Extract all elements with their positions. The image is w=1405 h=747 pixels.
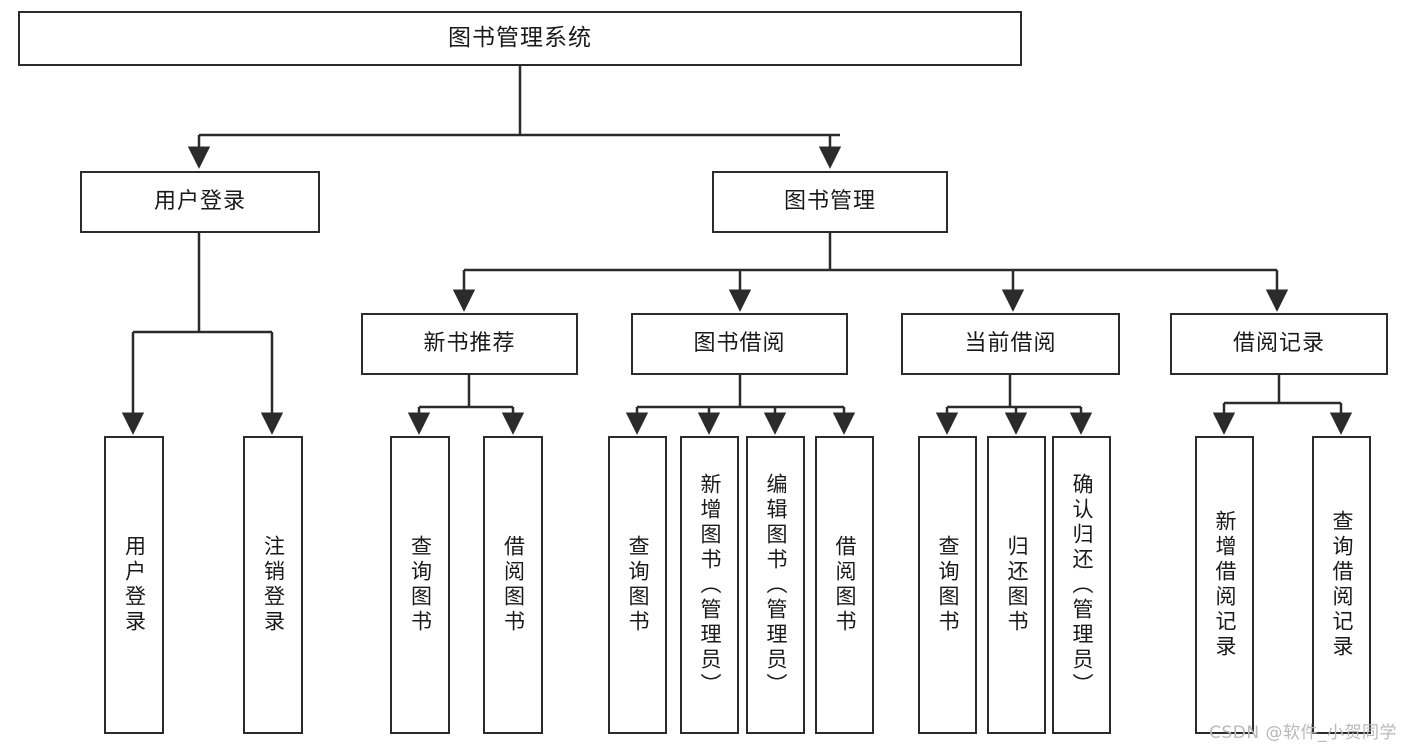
- leaf-label: 查询图书: [408, 535, 433, 635]
- leaf-add-book-admin[interactable]: 新增图书（管理员）: [680, 436, 739, 734]
- leaf-label: 确认归还（管理员）: [1070, 472, 1094, 698]
- node-root[interactable]: 图书管理系统: [18, 11, 1022, 66]
- leaf-label: 查询图书: [626, 535, 650, 635]
- leaf-label: 借阅图书: [833, 535, 857, 635]
- leaf-query-book-recommend[interactable]: 查询图书: [390, 436, 450, 734]
- leaf-label: 借阅图书: [501, 535, 526, 635]
- leaf-query-book-current[interactable]: 查询图书: [918, 436, 977, 734]
- node-book-borrow[interactable]: 图书借阅: [631, 313, 848, 375]
- leaf-edit-book-admin[interactable]: 编辑图书（管理员）: [746, 436, 805, 734]
- node-user-login[interactable]: 用户登录: [80, 171, 320, 233]
- leaf-logout[interactable]: 注销登录: [243, 436, 303, 734]
- leaf-borrow-book[interactable]: 借阅图书: [815, 436, 874, 734]
- leaf-query-borrow-record[interactable]: 查询借阅记录: [1312, 436, 1371, 734]
- leaf-add-borrow-record[interactable]: 新增借阅记录: [1195, 436, 1254, 734]
- leaf-user-login[interactable]: 用户登录: [104, 436, 164, 734]
- node-current-borrow[interactable]: 当前借阅: [901, 313, 1120, 375]
- leaf-label: 归还图书: [1005, 535, 1029, 635]
- node-book-management[interactable]: 图书管理: [712, 171, 948, 233]
- leaf-borrow-book-recommend[interactable]: 借阅图书: [483, 436, 543, 734]
- leaf-label: 注销登录: [261, 535, 286, 635]
- leaf-return-book[interactable]: 归还图书: [987, 436, 1046, 734]
- node-new-book-recommend[interactable]: 新书推荐: [361, 313, 578, 375]
- node-borrow-record[interactable]: 借阅记录: [1170, 313, 1388, 375]
- leaf-confirm-return-admin[interactable]: 确认归还（管理员）: [1052, 436, 1111, 734]
- leaf-label: 查询借阅记录: [1330, 510, 1354, 660]
- leaf-label: 新增借阅记录: [1213, 510, 1237, 660]
- leaf-label: 新增图书（管理员）: [698, 472, 722, 698]
- leaf-label: 编辑图书（管理员）: [764, 472, 788, 698]
- leaf-label: 用户登录: [122, 535, 147, 635]
- leaf-label: 查询图书: [936, 535, 960, 635]
- leaf-query-book-borrow[interactable]: 查询图书: [608, 436, 667, 734]
